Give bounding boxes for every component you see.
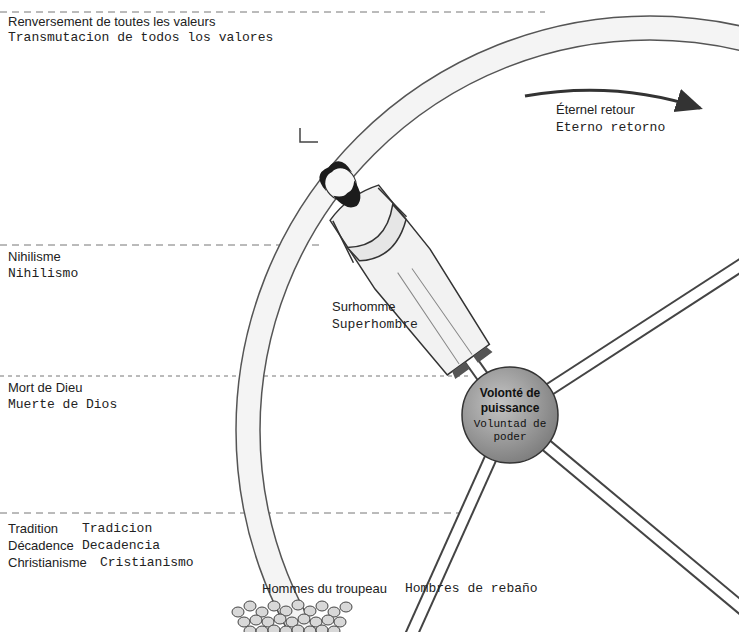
level-heading-translation: Transmutacion de todos los valores <box>8 31 273 46</box>
spoke <box>300 120 510 415</box>
level-heading-translation: Tradicion <box>82 522 152 537</box>
crowd-label: Hommes du troupeau <box>262 582 387 597</box>
herd-crowd <box>232 600 352 632</box>
beard <box>333 181 367 214</box>
wheel-rim-inner <box>260 40 739 632</box>
overman-figure <box>299 147 501 388</box>
wheel-rim <box>248 28 739 632</box>
level-heading: Mort de Dieu <box>8 381 82 396</box>
level-heading: Tradition <box>8 522 58 537</box>
level-line <box>0 245 320 246</box>
robe <box>324 179 496 380</box>
hub-disc <box>462 367 558 463</box>
level-heading-translation: Decadencia <box>82 539 160 554</box>
spokes <box>300 120 739 632</box>
level-line <box>0 376 470 377</box>
crowd-label-translation: Hombres de rebaño <box>405 582 538 597</box>
level-heading-translation: Nihilismo <box>8 267 78 282</box>
cycle-label-translation: Eterno retorno <box>556 121 665 136</box>
figure-label-translation: Superhombre <box>332 318 418 333</box>
level-heading: Renversement de toutes les valeurs <box>8 15 215 30</box>
level-heading-translation: Muerte de Dios <box>8 398 117 413</box>
level-heading: Christianisme <box>8 556 87 571</box>
wheel-rim-outer <box>236 16 739 632</box>
level-heading: Décadence <box>8 539 74 554</box>
hub-title: Volonté de puissance <box>474 386 546 417</box>
level-heading-translation: Cristianismo <box>100 556 194 571</box>
figure-label: Surhomme <box>332 300 396 315</box>
cycle-label: Éternel retour <box>556 103 635 118</box>
hub-title-translation: Voluntad de poder <box>468 418 552 444</box>
robe-fold <box>394 264 473 364</box>
hub-circle: Volonté de puissanceVoluntad de poder <box>460 365 560 465</box>
level-line <box>0 12 545 13</box>
hair <box>315 157 352 191</box>
level-line <box>0 513 470 514</box>
level-heading: Nihilisme <box>8 250 61 265</box>
rim-notch <box>300 128 318 142</box>
spoke <box>300 120 510 415</box>
